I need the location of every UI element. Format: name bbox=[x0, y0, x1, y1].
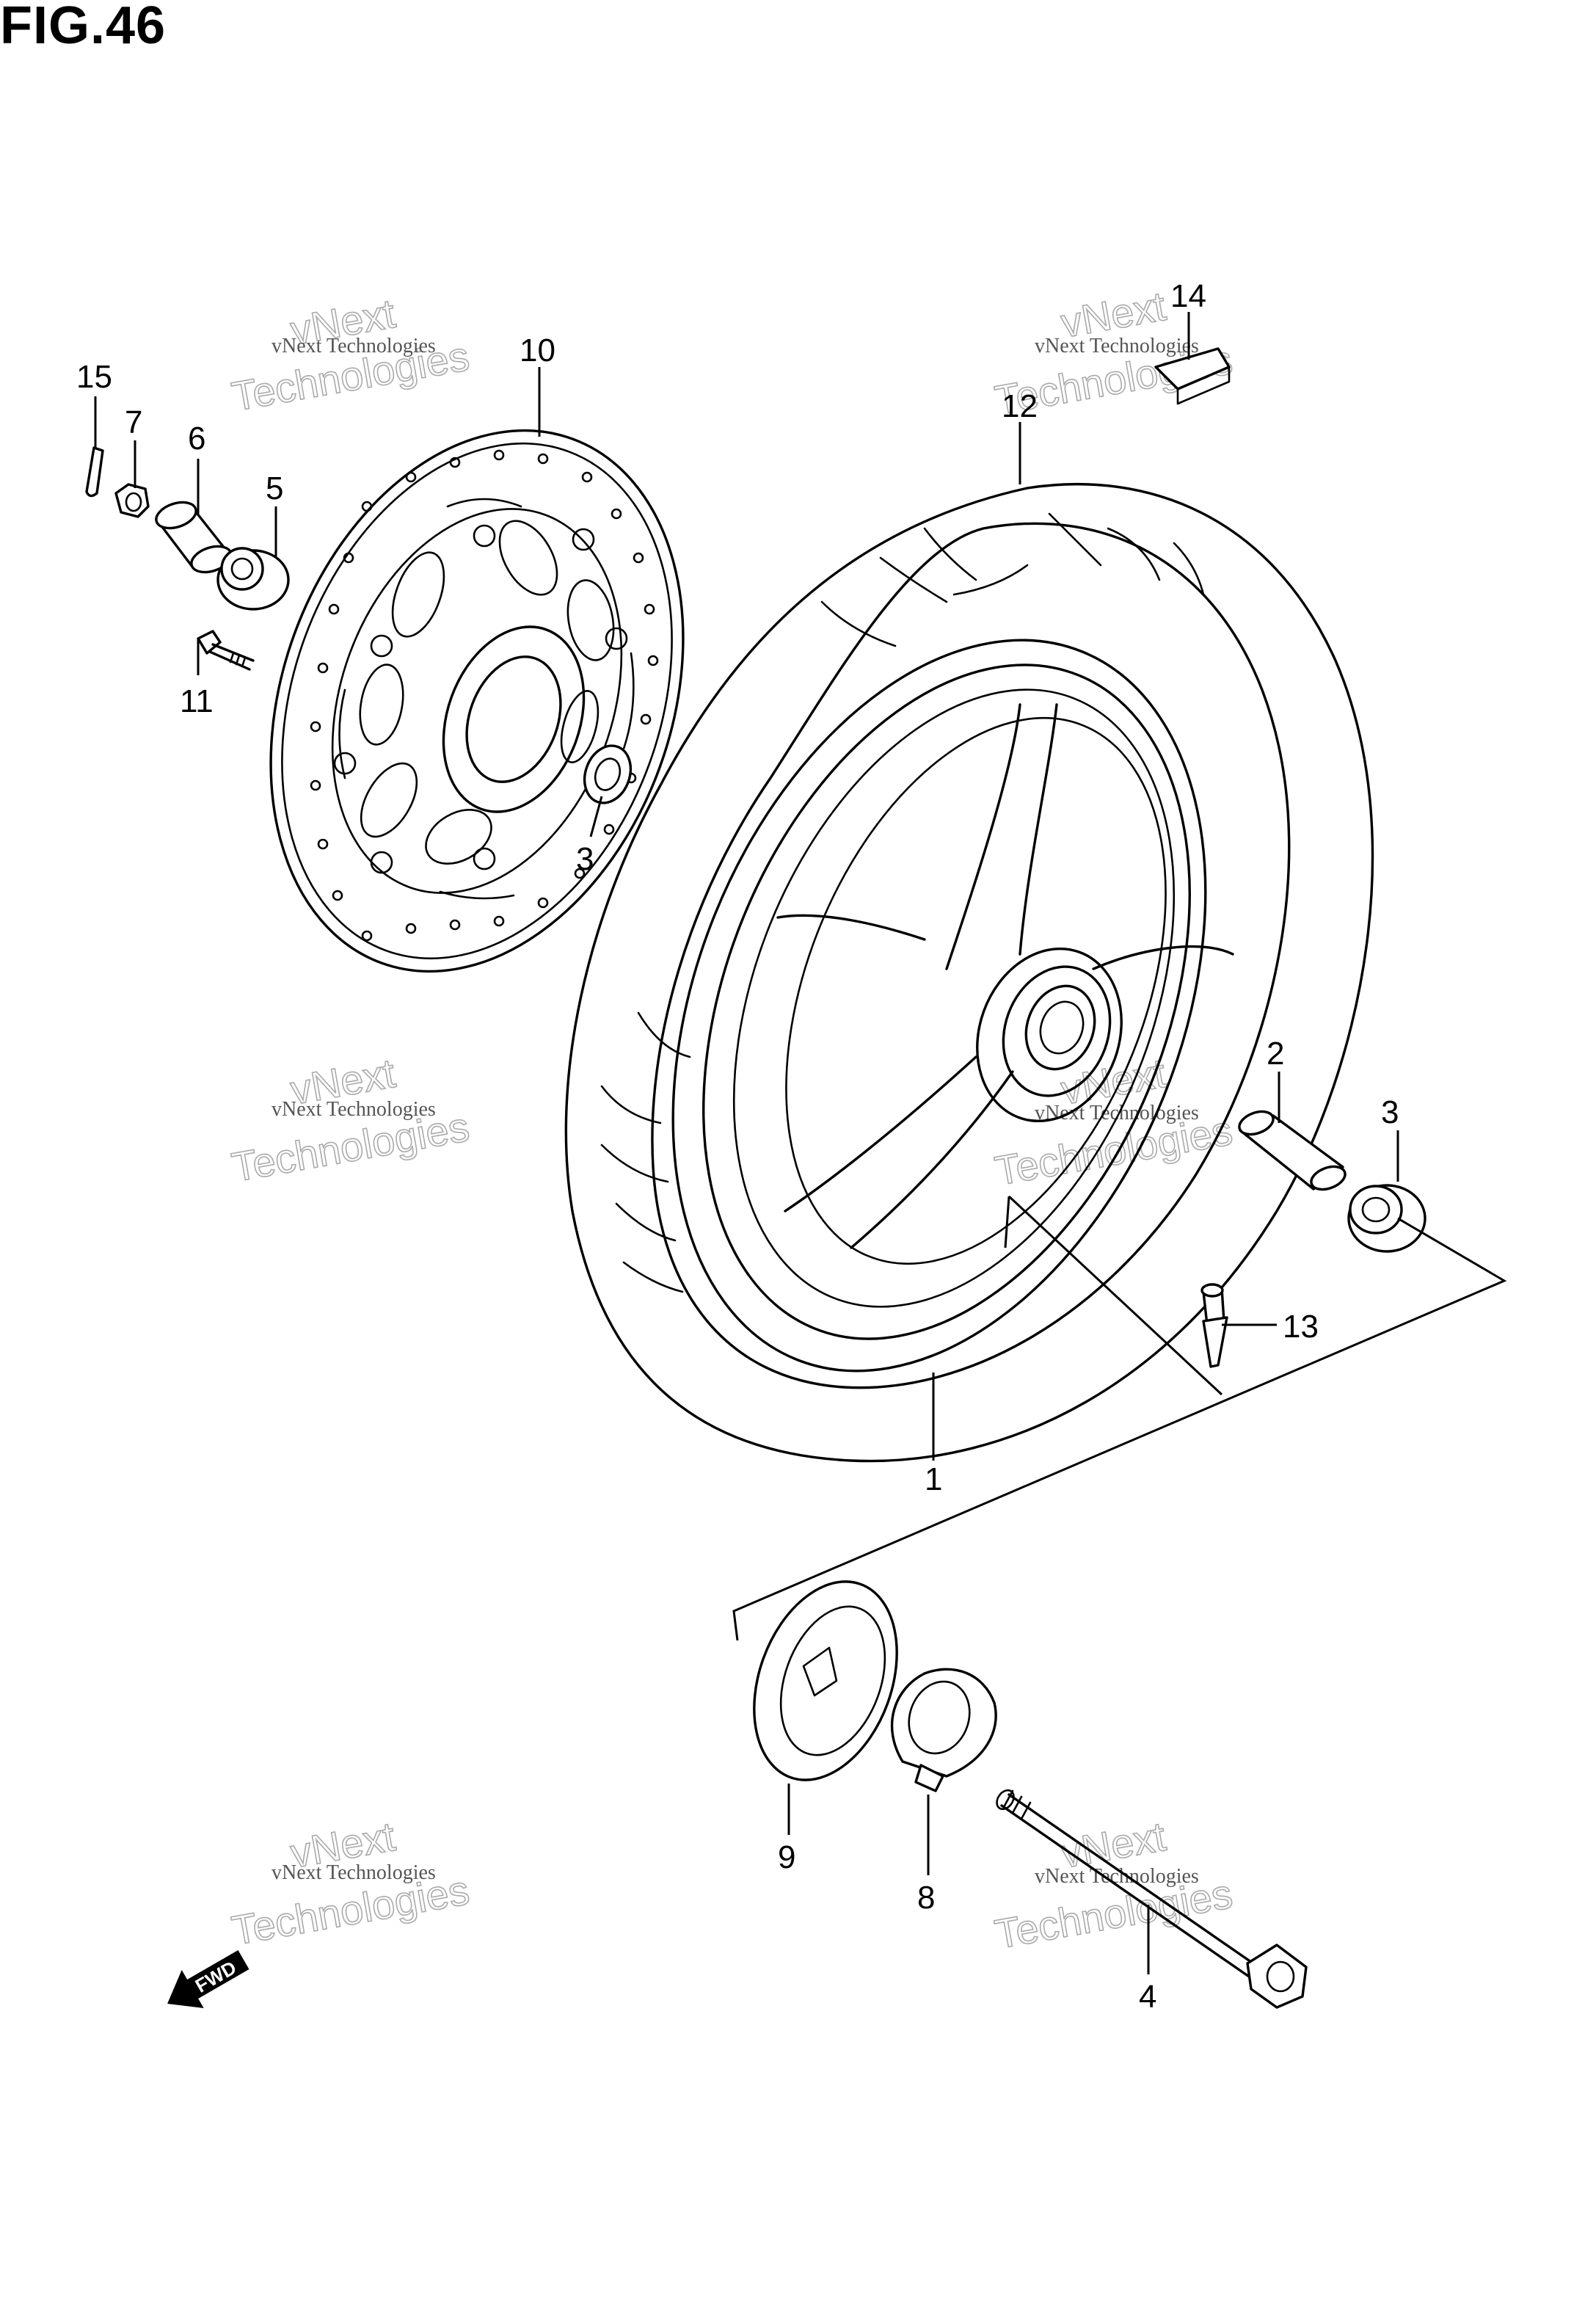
watermark-bottom-right: Technologies vNext vNext Technologies bbox=[991, 1812, 1236, 1958]
callout-8: 8 bbox=[917, 1880, 935, 1916]
castle-nut bbox=[114, 483, 150, 518]
callout-12: 12 bbox=[1002, 388, 1038, 424]
svg-text:vNext Technologies: vNext Technologies bbox=[272, 1861, 436, 1884]
axle-spacer bbox=[155, 501, 233, 574]
callout-2: 2 bbox=[1267, 1036, 1284, 1072]
svg-text:vNext Technologies: vNext Technologies bbox=[1035, 335, 1199, 357]
callout-9: 9 bbox=[778, 1839, 795, 1875]
balance-weight bbox=[1154, 347, 1231, 405]
callout-1: 1 bbox=[925, 1461, 942, 1497]
callout-10: 10 bbox=[520, 332, 555, 368]
spacer-collar bbox=[216, 547, 290, 611]
front-axle bbox=[996, 1789, 1308, 2009]
tire-valve bbox=[1200, 1283, 1228, 1368]
cotter-pin bbox=[85, 446, 104, 498]
callout-5: 5 bbox=[266, 470, 283, 506]
callout-labels: 1 2 3 3 4 5 6 7 8 9 10 11 12 13 14 15 bbox=[76, 278, 1399, 2015]
watermark-top-left: Technologies vNext vNext Technologies bbox=[227, 289, 473, 421]
disc-bolt-nut bbox=[583, 744, 633, 804]
svg-text:vNext Technologies: vNext Technologies bbox=[1035, 1102, 1199, 1124]
disc-mounting-bolt bbox=[197, 630, 255, 671]
wheel-spacer bbox=[1238, 1110, 1347, 1191]
watermark-middle-left: Technologies vNext vNext Technologies bbox=[227, 1049, 473, 1191]
callout-3-bearing: 3 bbox=[1381, 1094, 1399, 1130]
wheel-bearing bbox=[1347, 1184, 1426, 1253]
callout-3: 3 bbox=[576, 841, 594, 877]
svg-text:vNext Technologies: vNext Technologies bbox=[272, 1098, 436, 1121]
exploded-bracket bbox=[732, 1195, 1507, 1641]
watermark-middle-right: Technologies vNext vNext Technologies bbox=[991, 1049, 1236, 1195]
speedometer-gear-retainer bbox=[753, 1580, 898, 1781]
callout-4: 4 bbox=[1139, 1979, 1156, 2015]
figure-title: FIG.46 bbox=[0, 0, 167, 55]
speedometer-gearbox bbox=[890, 1668, 997, 1792]
brake-disc bbox=[269, 429, 685, 973]
callout-11: 11 bbox=[180, 683, 214, 719]
leader-lines bbox=[94, 312, 1399, 1974]
callout-13: 13 bbox=[1283, 1309, 1319, 1345]
svg-text:vNext Technologies: vNext Technologies bbox=[272, 335, 436, 357]
callout-6: 6 bbox=[188, 421, 205, 457]
wheel-rim bbox=[671, 639, 1234, 1373]
callout-7: 7 bbox=[125, 404, 142, 440]
tire bbox=[564, 483, 1374, 1463]
watermark-bottom-left: Technologies vNext vNext Technologies bbox=[227, 1812, 473, 1955]
callout-15: 15 bbox=[76, 359, 112, 395]
callout-14: 14 bbox=[1170, 278, 1206, 314]
